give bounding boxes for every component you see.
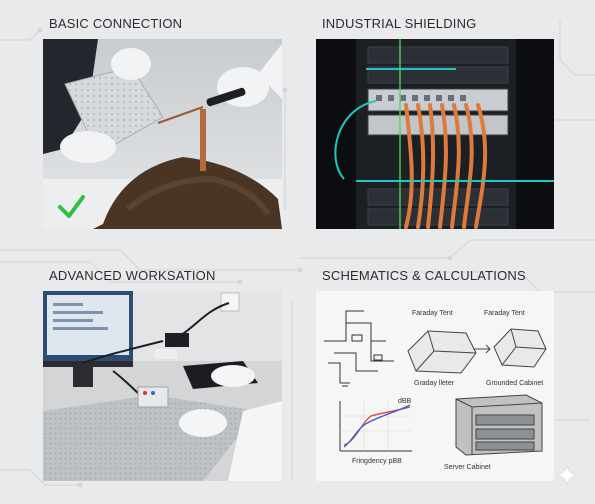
label-graday-lleter: Graday lleter: [414, 380, 455, 387]
photo-basic-connection: [43, 39, 282, 229]
label-server-cabinet: Server Cabinet: [444, 464, 491, 471]
panel-title-basic-connection: BASIC CONNECTION: [49, 16, 183, 31]
panel-title-industrial-shielding: INDUSTRIAL SHIELDING: [322, 16, 477, 31]
faraday-tent-2-drawing: [493, 328, 547, 368]
label-grounded-cabinet: Grounded Cabinet: [486, 380, 543, 387]
label-dbb: dBB: [398, 398, 412, 405]
circuit-schematic: [324, 310, 394, 387]
chart-series-blue: [343, 404, 411, 448]
faraday-tent-1-drawing: [407, 330, 477, 374]
server-cabinet-drawing: [455, 394, 543, 456]
frequency-chart: [339, 401, 412, 452]
arrow-icon: [474, 344, 491, 354]
schematics-panel: Faraday Tent Faraday Tent Graday lleter …: [316, 291, 554, 481]
sparkle-icon: [556, 464, 578, 486]
panel-title-advanced-worksation: ADVANCED WORKSATION: [49, 268, 216, 283]
panel-title-schematics: SCHEMATICS & CALCULATIONS: [322, 268, 526, 283]
checkmark-icon: [58, 195, 85, 218]
label-faraday-tent-1: Faraday Tent: [412, 310, 453, 317]
photo-industrial-shielding: [316, 39, 554, 229]
label-fringdency: Fringdency pBB: [352, 458, 402, 465]
label-faraday-tent-2: Faraday Tent: [484, 310, 525, 317]
photo-advanced-worksation: [43, 291, 282, 481]
